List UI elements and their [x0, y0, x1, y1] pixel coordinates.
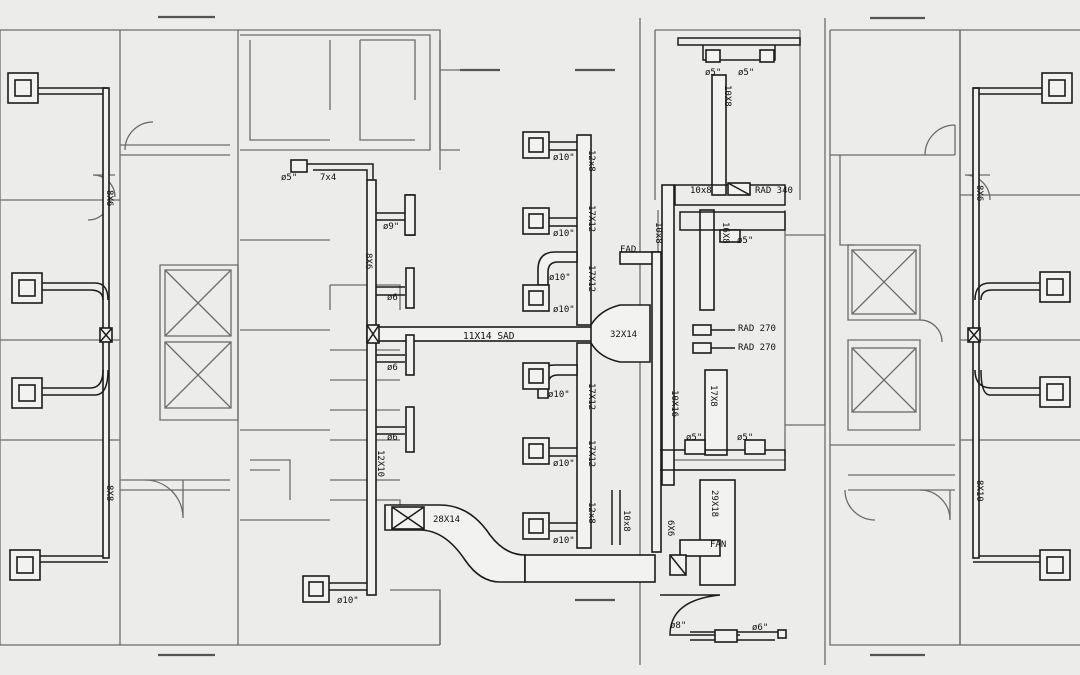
- label-12x8-top: 12x8: [586, 150, 596, 172]
- label-16x8: 16X8: [720, 222, 730, 244]
- label-10x8-fad: 10x8: [653, 222, 663, 244]
- diffusers-center: [290, 49, 787, 643]
- label-rad-270-a: RAD 270: [738, 324, 776, 334]
- label-d6-b: ø6: [387, 363, 398, 373]
- label-8x6-left: 8X6: [104, 190, 114, 206]
- label-17x12-a: 17X12: [586, 205, 596, 232]
- label-10x8-bottom: 10x8: [621, 510, 631, 532]
- label-d10-a: ø10": [553, 153, 575, 163]
- label-d5-r2: ø5": [686, 433, 702, 443]
- label-17x12-d: 17X12: [586, 440, 596, 467]
- label-d6-c: ø6: [387, 433, 398, 443]
- elevator-right: [851, 249, 917, 413]
- label-11x14-sad: 11X14 SAD: [463, 331, 515, 342]
- label-d5-top-left: ø5": [705, 68, 721, 78]
- label-29x18: 29X18: [709, 490, 719, 517]
- label-8x6-right: 8X6: [974, 185, 984, 201]
- ductwork-left-wing: [35, 87, 113, 563]
- label-d10-c: ø10": [549, 273, 571, 283]
- diffusers-left: [7, 72, 43, 581]
- label-12x8-bottom: 12x8: [586, 502, 596, 524]
- label-d5-top-right: ø5": [738, 68, 754, 78]
- label-17x12-b: 17X12: [586, 265, 596, 292]
- label-8x6: 8X6: [363, 253, 373, 269]
- label-d8: ø8": [670, 621, 686, 631]
- label-17x8: 17X8: [708, 385, 718, 407]
- label-d10-e: ø10": [548, 390, 570, 400]
- label-fad: FAD: [620, 245, 636, 255]
- label-d6-r: ø6": [752, 623, 768, 633]
- label-6x6-bottom: 6X6: [665, 520, 675, 536]
- label-12x10: 12X10: [375, 450, 385, 477]
- diffusers-right: [1039, 72, 1073, 581]
- ductwork-center: [300, 37, 801, 641]
- label-d10-g: ø10": [553, 536, 575, 546]
- label-d9-0: ø9": [383, 222, 399, 232]
- label-d10-d: ø10": [553, 305, 575, 315]
- label-10x8-top: 10x8: [690, 186, 712, 196]
- elevator-left: [164, 269, 232, 409]
- label-d10-b: ø10": [553, 229, 575, 239]
- label-fan: FAN: [710, 540, 726, 550]
- label-d5-r1: ø5": [737, 236, 753, 246]
- label-rad-340: RAD 340: [755, 186, 793, 196]
- label-10x16: 10X16: [669, 390, 679, 417]
- duct-size-labels: ø5" ø5" 10X8 12x8 ø10" 17X12 ø10" FAD 10…: [104, 68, 984, 633]
- label-d10-left-bottom: ø10": [337, 596, 359, 606]
- label-d5-r3: ø5": [737, 433, 753, 443]
- ductwork-right-wing: [967, 87, 1045, 563]
- label-17x12-c: 17X12: [586, 383, 596, 410]
- label-7x4: 7x4: [320, 173, 336, 183]
- label-rad-270-b: RAD 270: [738, 343, 776, 353]
- label-d10-f: ø10": [553, 459, 575, 469]
- label-8x8-left: 8X8: [104, 485, 114, 501]
- label-d5-left: ø5": [281, 173, 297, 183]
- label-10x8-vertical: 10X8: [722, 85, 732, 107]
- label-d6-a: ø6: [387, 293, 398, 303]
- label-28x14: 28X14: [433, 515, 460, 525]
- label-32x14: 32X14: [610, 330, 637, 340]
- label-8x10-right: 8X10: [974, 480, 984, 502]
